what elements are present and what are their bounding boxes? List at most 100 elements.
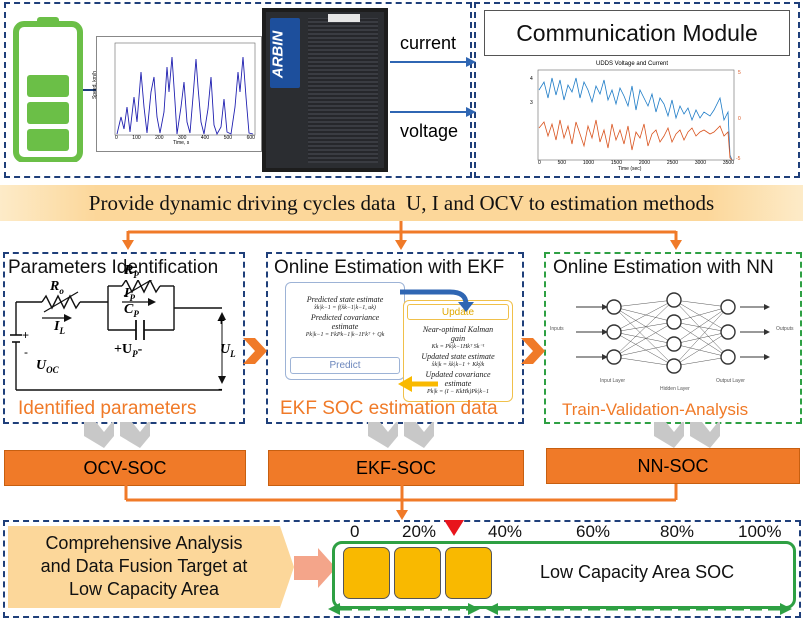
nn-input-layer-label: Input Layer (600, 378, 626, 384)
scale-label: 0 (350, 522, 360, 541)
udds-right-tick: 0 (738, 116, 741, 122)
x-tick: 200 (155, 135, 164, 141)
nn-output-layer-label: Output Layer (716, 378, 745, 384)
x-tick: 300 (178, 135, 187, 141)
predict-label: Predict (329, 360, 361, 371)
x-tick: 600 (246, 135, 255, 141)
x-tick: 1000 (582, 160, 594, 166)
ekf-cycle-arrows (398, 289, 474, 392)
low-capacity-area-label: Low Capacity Area SOC (540, 562, 735, 582)
chevron-right-icon (243, 338, 267, 364)
speed-chart-ylabel: Speed, km/h (92, 70, 99, 100)
nn-soc-box: NN-SOC (546, 448, 800, 484)
communication-module-title: Communication Module (516, 19, 758, 46)
predict-line: estimate (331, 322, 359, 331)
soc-marker-triangle (444, 520, 464, 536)
update-line: Kk = Pk|k−1Hkᵀ Sk⁻¹ (431, 344, 485, 350)
scale-label: 60% (576, 522, 611, 541)
identified-parameters-caption: Identified parameters (18, 398, 197, 419)
fusion-target-box: Comprehensive Analysis and Data Fusion T… (8, 526, 294, 608)
udds-right-tick: 5 (738, 70, 741, 76)
parameters-identification-title: Parameters Identification (8, 257, 219, 278)
il-label: IL (54, 319, 65, 336)
signal-arrows (390, 57, 476, 117)
neural-network-diagram (576, 292, 770, 374)
ip-label: IP (124, 286, 135, 303)
udds-right-tick: -5 (736, 156, 741, 162)
update-line: estimate (444, 379, 472, 388)
fusion-text-line: and Data Fusion Target at (40, 556, 248, 576)
fusion-frame (3, 520, 801, 618)
nn-panel-title: Online Estimation with NN (553, 257, 774, 278)
nn-caption: Train-Validation-Analysis (562, 400, 749, 419)
predict-label-box: Predict (290, 357, 400, 374)
soc-segment-2 (394, 547, 441, 599)
x-tick: 400 (200, 135, 210, 141)
ro-label: Ro (50, 279, 64, 296)
communication-frame (474, 2, 800, 178)
udds-left-tick: 4 (530, 76, 533, 82)
udds-chart-title: UDDS Voltage and Current (596, 61, 669, 67)
update-line: Updated covariance (425, 370, 491, 379)
udds-chart-xlabel: Time (sec) (618, 166, 642, 172)
soc-to-fusion-arrows (124, 484, 678, 520)
fusion-arrow (294, 548, 336, 588)
update-line: Near-optimal Kalman (422, 325, 494, 334)
update-label-box: Update (407, 304, 509, 320)
battery-icon (13, 17, 83, 163)
data-source-frame (4, 2, 472, 178)
udds-left-tick: 3 (530, 100, 533, 106)
banner-text: Provide dynamic driving cycles data U, I… (88, 190, 715, 215)
nn-panel (544, 252, 802, 424)
ekf-soc-box: EKF-SOC (268, 450, 524, 486)
udds-chart: UDDS Voltage and Current Time (sec) 4 3 … (524, 60, 752, 174)
banner-to-panels-arrows (122, 221, 682, 250)
speed-chart-xlabel: Time, s (173, 140, 190, 146)
x-tick: 2500 (666, 160, 678, 166)
ocv-soc-box: OCV-SOC (4, 450, 246, 486)
update-line: gain (450, 334, 466, 343)
scale-label: 40% (488, 522, 523, 541)
speed-chart-xticks: 0 100 200 300 400 500 600 (115, 135, 255, 141)
predict-line: x̂k|k−1 = f(x̂k−1|k−1, uk) (314, 305, 376, 311)
arbin-logo: ARBIN (269, 18, 300, 88)
nn-hidden-layer-label: Hidden Layer (660, 386, 690, 392)
x-tick: 1500 (610, 160, 622, 166)
update-line: Pk|k = (I − KkHk)Pk|k−1 (426, 389, 490, 395)
terminal-plus: + (217, 312, 226, 328)
communication-module-title-box: Communication Module (484, 10, 790, 56)
soc-segment-1 (343, 547, 390, 599)
cp-label: CP (124, 302, 139, 319)
x-tick: 3000 (694, 160, 706, 166)
x-tick: 500 (223, 135, 233, 141)
chevron-down-icon (84, 422, 150, 448)
chevron-right-icon (521, 338, 545, 364)
fusion-text-line: Comprehensive Analysis (45, 533, 243, 553)
arbin-tester-image: ARBIN (262, 8, 388, 172)
x-tick: 0 (115, 135, 118, 141)
equivalent-circuit (10, 280, 226, 391)
scale-label: 80% (660, 522, 695, 541)
update-line: x̂k|k = x̂k|k−1 + Kkỹk (431, 362, 485, 368)
rp-label: RP (124, 263, 139, 280)
predict-line: Predicted covariance (310, 313, 380, 322)
data-banner: Provide dynamic driving cycles data U, I… (0, 185, 803, 221)
voltage-label: voltage (400, 121, 459, 141)
predict-line: Predicted state estimate (306, 295, 384, 304)
soc-range-arrows (328, 603, 792, 615)
update-line: Updated state estimate (421, 352, 495, 361)
ekf-panel-title: Online Estimation with EKF (274, 257, 505, 278)
ul-label: UL (220, 342, 236, 359)
nn-inputs-label: Inputs (550, 326, 564, 332)
battery-plus: + (22, 328, 30, 342)
udds-xticks: 0 500 1000 1500 2000 2500 3000 3500 (538, 160, 734, 166)
battery-connector-line (83, 89, 96, 91)
up-label: +UP- (114, 342, 143, 359)
x-tick: 3500 (722, 160, 734, 166)
terminal-minus: - (218, 380, 223, 396)
nn-outputs-label: Outputs (776, 326, 794, 332)
uoc-label: UOC (36, 358, 59, 375)
speed-profile-chart: Time, s Speed, km/h 0 100 200 300 400 50… (92, 36, 262, 152)
x-tick: 0 (538, 160, 541, 166)
scale-label: 20% (402, 522, 437, 541)
